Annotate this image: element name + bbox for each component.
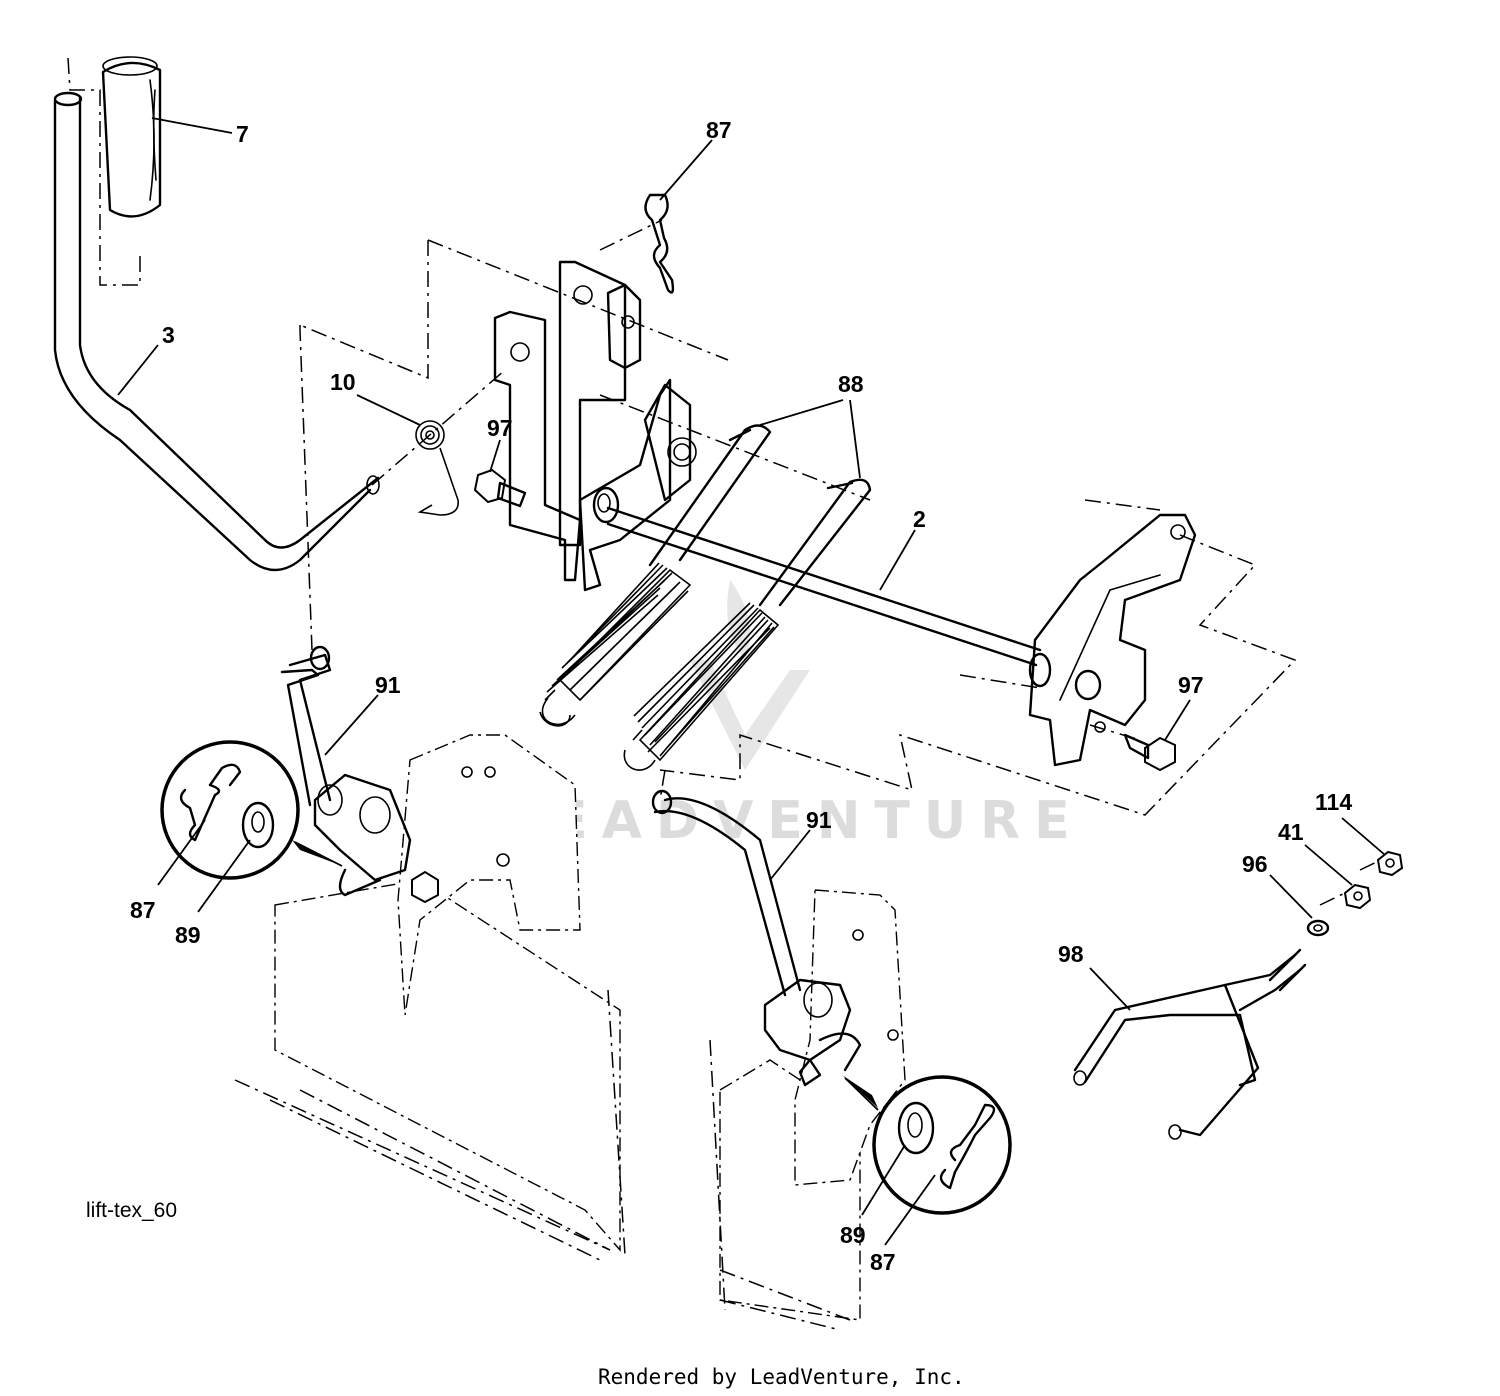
render-credit: Rendered by LeadVenture, Inc. [598,1365,965,1389]
callout-89-right: 89 [840,1222,866,1248]
callout-87-left: 87 [130,897,156,923]
callout-96: 96 [1242,851,1268,877]
detail-callout-right [842,1075,1012,1215]
callout-97-right: 97 [1178,672,1204,698]
callout-87-right: 87 [870,1249,896,1275]
hairpin-clip-part-87-top [644,193,675,294]
extension-spring-left [539,562,692,727]
callout-3: 3 [162,322,175,348]
lift-shaft-part-2 [592,486,1052,688]
bolt-part-97-right [1123,733,1176,772]
callout-97-left: 97 [487,415,513,441]
diagram-reference-label: lift-tex_60 [86,1199,177,1222]
watermark: LEADVENTURE [505,580,1084,851]
callout-labels: 7 87 3 10 97 88 2 97 91 87 89 91 114 41 … [130,117,1352,1275]
torsion-spring-part-10 [415,420,459,516]
lift-arm-right [1028,513,1197,767]
lift-link-part-91-right [651,789,862,1087]
callout-10: 10 [330,369,356,395]
callout-2: 2 [913,506,926,532]
lift-link-part-91-left [280,645,439,904]
mower-deck-phantom [234,734,906,1331]
callout-89-left: 89 [175,922,201,948]
callout-7: 7 [236,121,249,147]
detail-callout-left [160,740,343,880]
lift-lever-part-3 [53,91,380,572]
callout-leaders [117,117,1386,1246]
watermark-text: LEADVENTURE [505,791,1084,851]
nut-part-41 [1343,883,1372,910]
callout-88: 88 [838,371,864,397]
callout-91-left: 91 [375,672,401,698]
callout-98: 98 [1058,941,1084,967]
bolt-part-97-left [473,468,527,508]
handle-grip-part-7 [101,56,162,218]
callout-114: 114 [1315,789,1352,815]
nut-part-114 [1376,850,1404,877]
callout-41: 41 [1278,819,1304,845]
extension-spring-right [623,602,780,771]
callout-91-right: 91 [806,807,832,833]
spring-hook-part-88 [648,424,872,607]
assembly-centerlines [67,57,1386,906]
bracket-part-98 [1073,948,1307,1140]
washer-part-96 [1306,919,1330,937]
callout-87-top: 87 [706,117,732,143]
